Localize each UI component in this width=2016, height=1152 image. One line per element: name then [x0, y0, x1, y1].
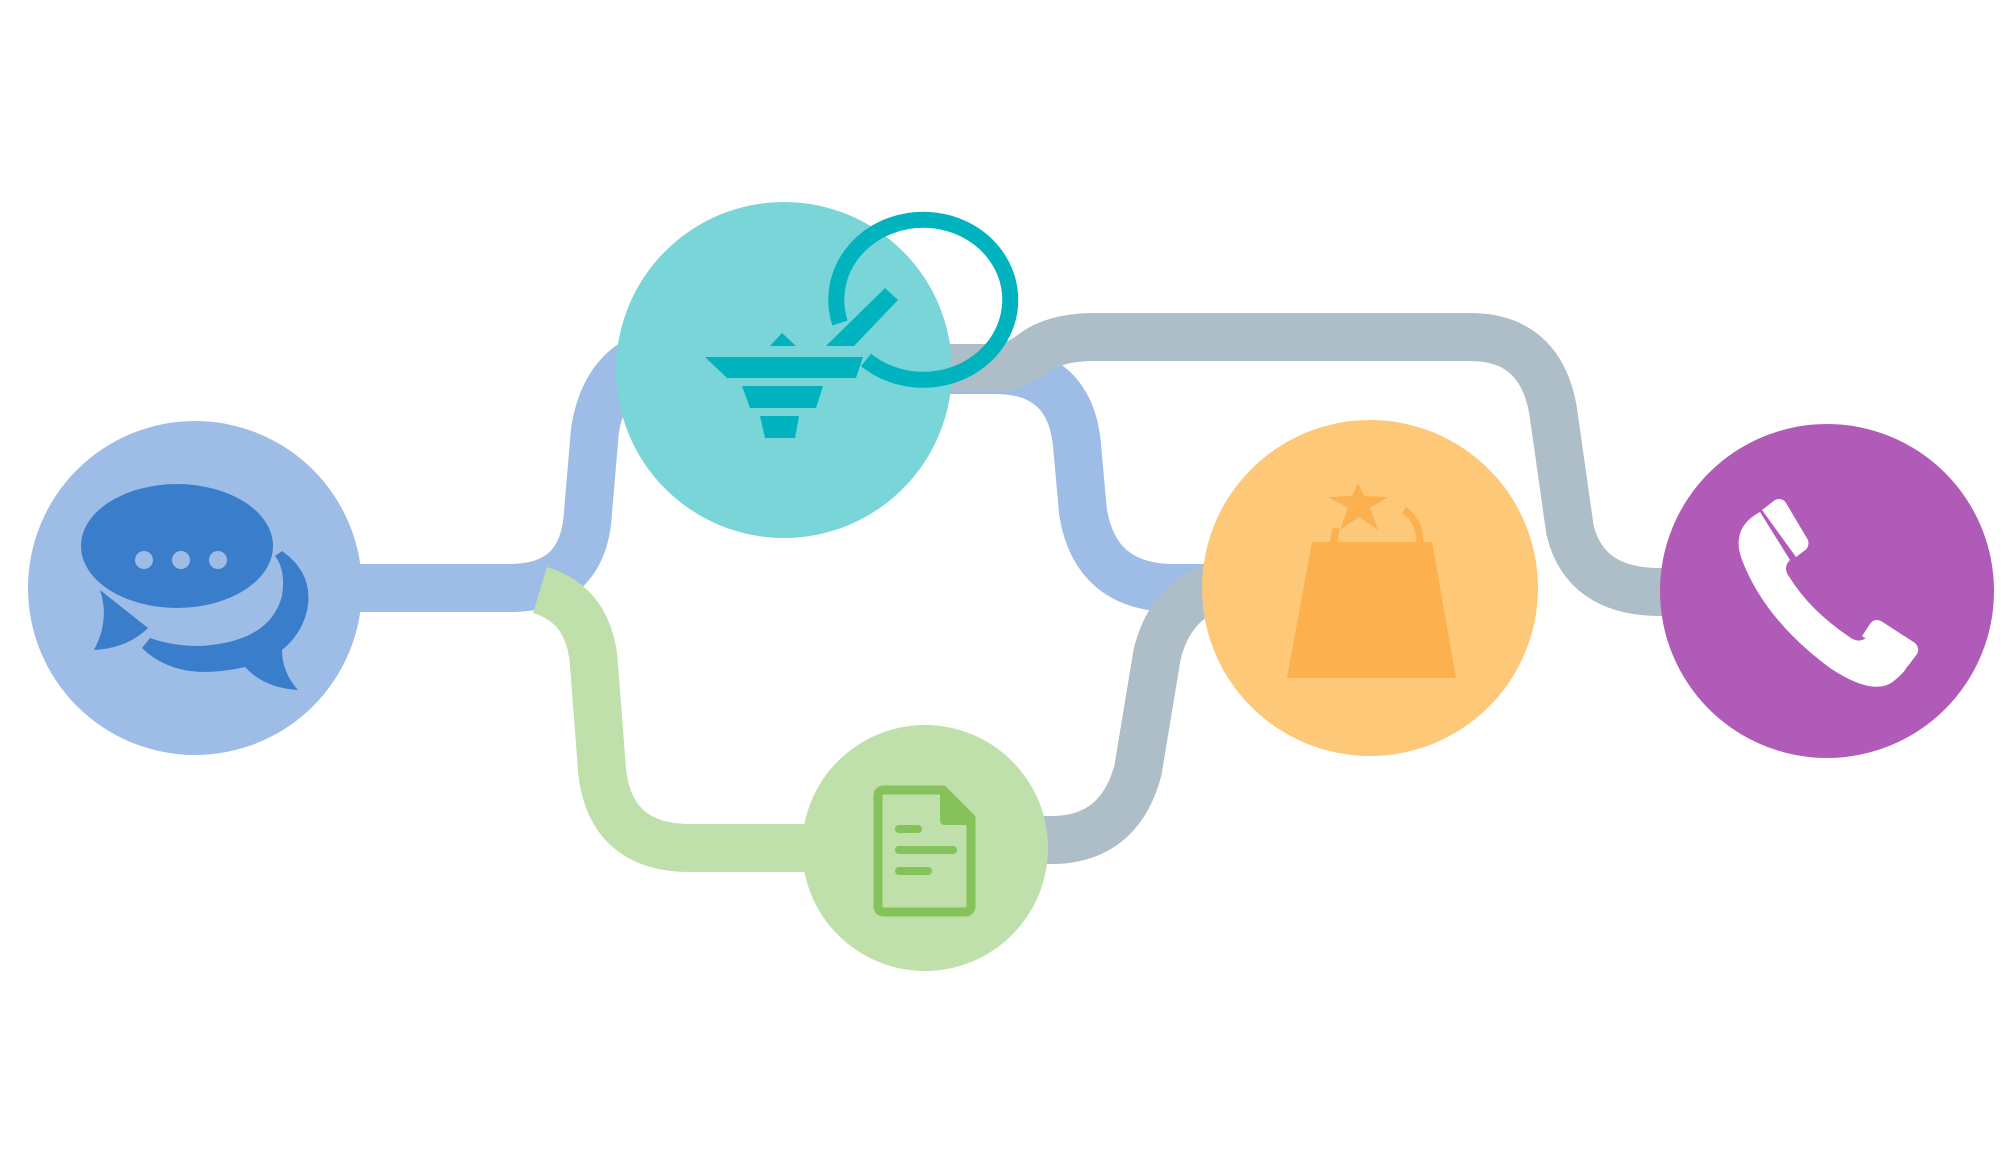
chat-bubble-back: [142, 551, 309, 690]
funnel-cycle-arrow-tip: [770, 333, 796, 346]
phone-handset: [1738, 512, 1908, 687]
bag-handle: [1328, 507, 1424, 551]
node-chat[interactable]: [28, 421, 362, 755]
connector-chat-to-funnel: [355, 332, 659, 612]
shopping-bag-star-icon: [1287, 483, 1456, 678]
chat-dot-2: [172, 551, 190, 569]
node-bag[interactable]: [1202, 420, 1538, 756]
phone-mouthpiece: [1862, 620, 1919, 666]
phone-earpiece: [1762, 499, 1809, 557]
document-line-3: [895, 867, 932, 875]
chat-dot-1: [135, 551, 153, 569]
document-icon: [873, 785, 976, 917]
document-line-1: [895, 825, 922, 833]
document-line-2: [895, 846, 957, 854]
bag-body: [1287, 542, 1456, 678]
chat-bubble-front: [81, 484, 273, 608]
document-page: [873, 785, 976, 917]
node-funnel[interactable]: [616, 202, 1019, 538]
connector-chat-to-document: [532, 567, 820, 872]
connector-document-to-bag: [1031, 556, 1245, 864]
connector-funnel-to-phone: [945, 313, 1684, 616]
node-phone[interactable]: [1660, 424, 1994, 758]
bag-star: [1328, 483, 1388, 530]
chat-bubbles-icon: [81, 484, 309, 690]
funnel-tier-2: [742, 386, 823, 408]
phone-handset-icon: [1738, 499, 1919, 687]
funnel-cycle-arrow: [826, 288, 898, 346]
funnel-tier-1: [705, 357, 863, 378]
funnel-cycle-arc: [828, 211, 1019, 388]
document-fold: [940, 786, 975, 825]
chat-bubble-front-tail: [94, 590, 148, 650]
chat-dot-3: [209, 551, 227, 569]
phone-circle: [1660, 424, 1994, 758]
connector-funnel-to-bag: [930, 346, 1220, 612]
node-document[interactable]: [802, 725, 1048, 971]
funnel-tier-3: [760, 416, 799, 438]
funnel-cycle-icon: [705, 211, 1019, 438]
